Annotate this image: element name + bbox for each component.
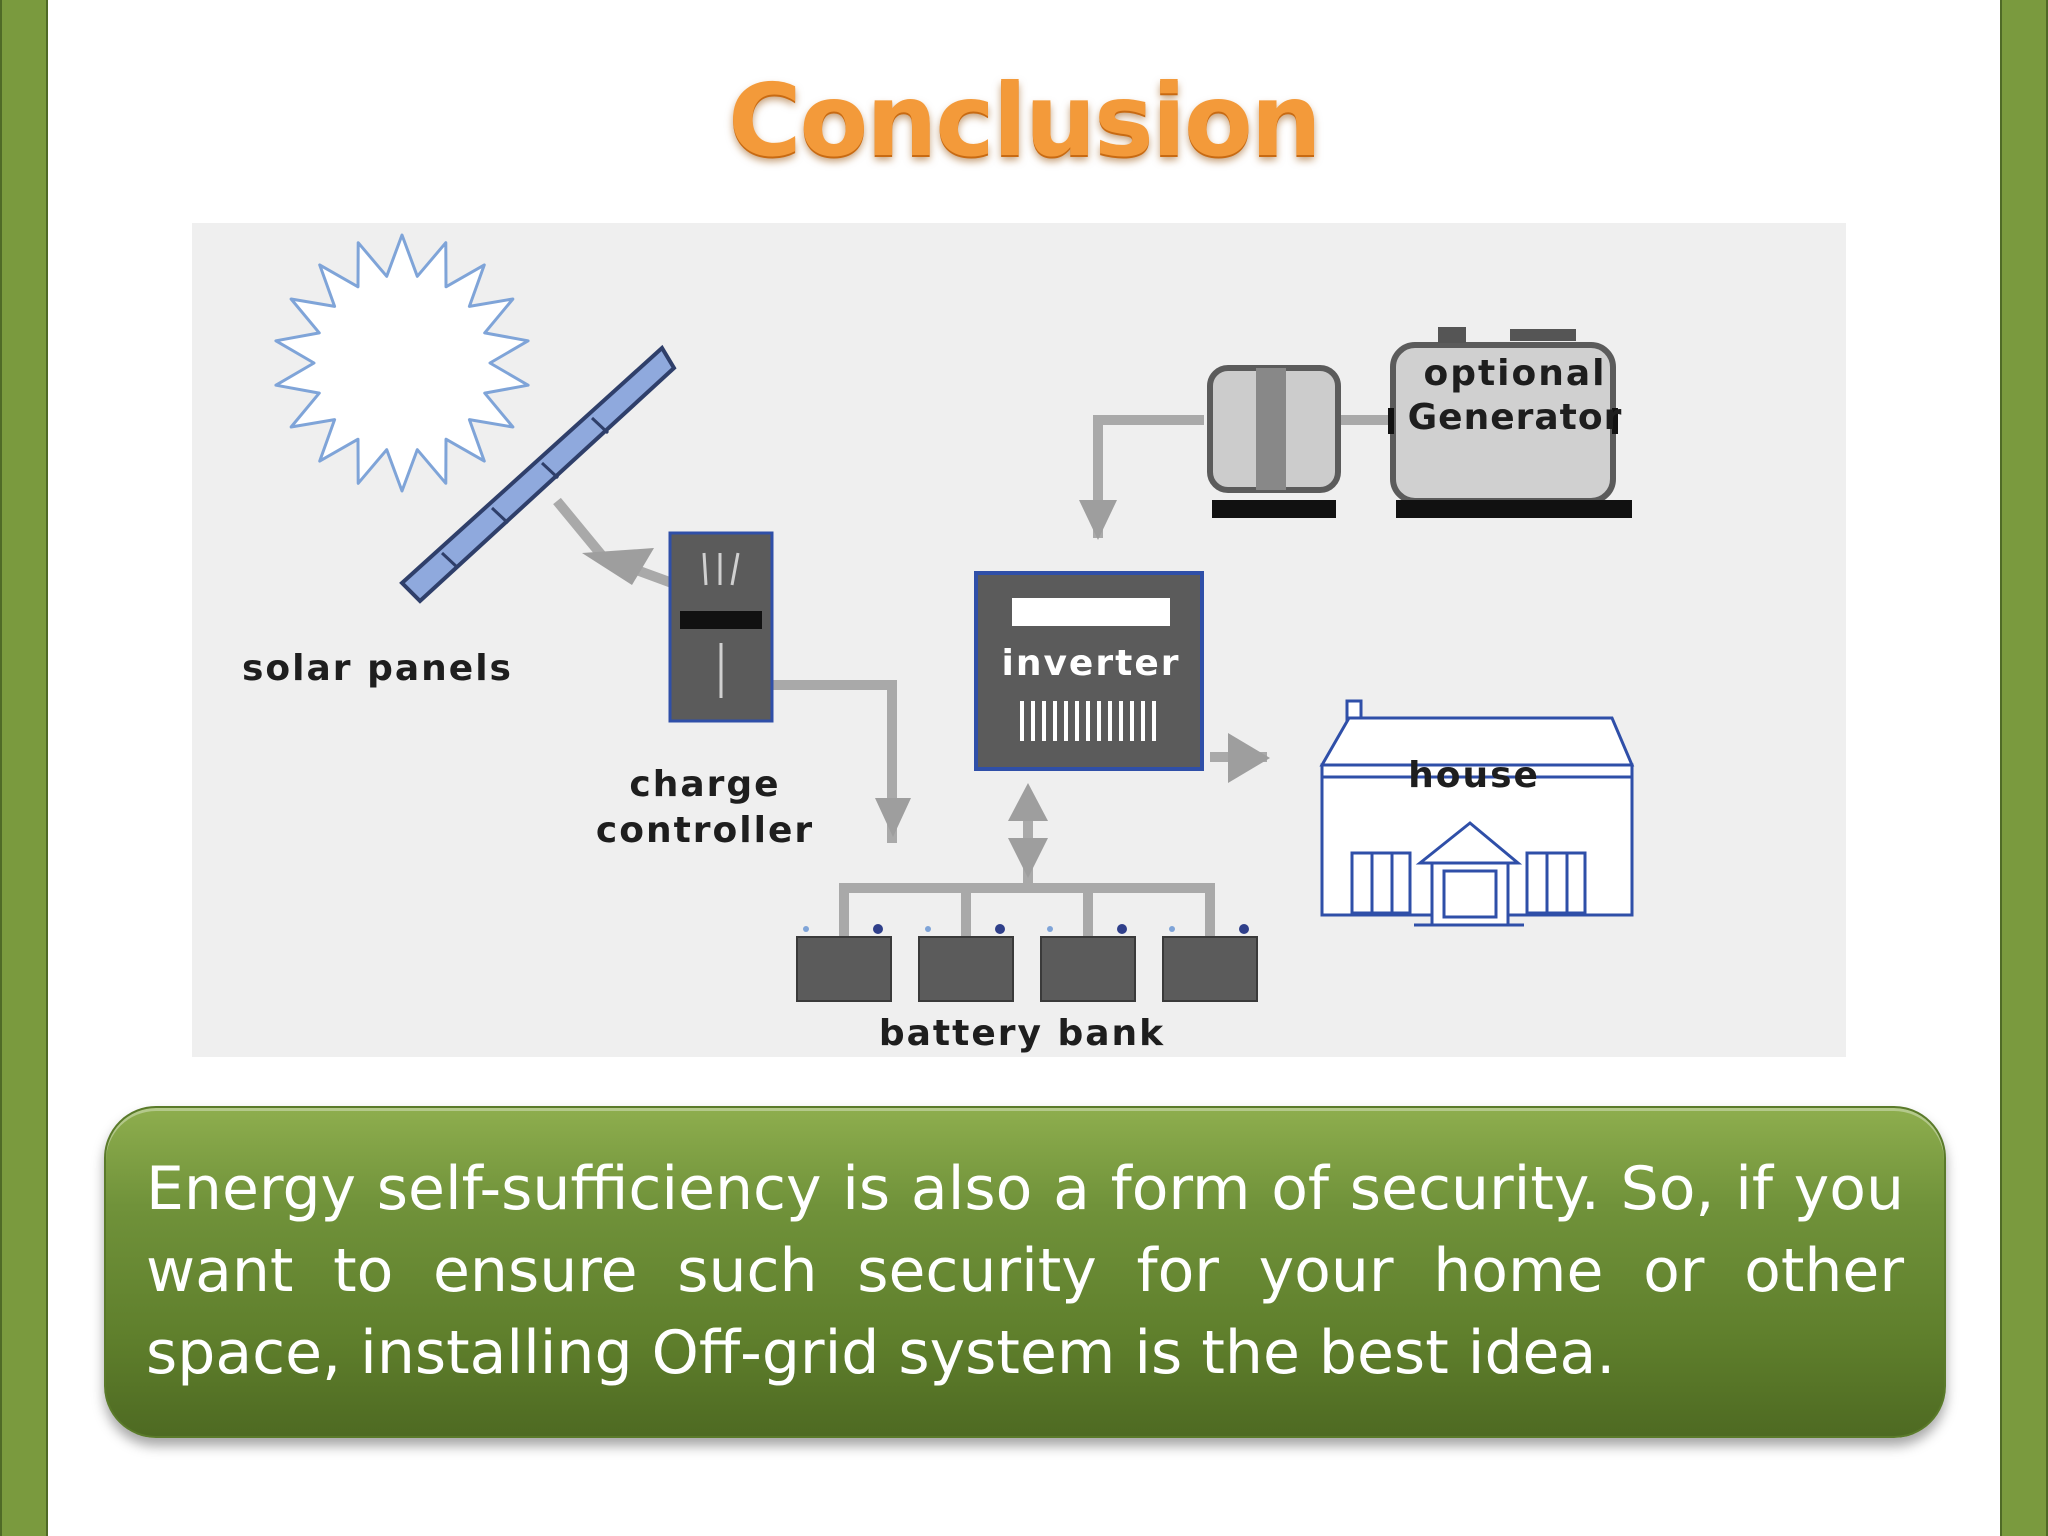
inverter-icon <box>974 571 1204 771</box>
battery-icon <box>1162 924 1258 1002</box>
left-side-bar <box>0 0 48 1536</box>
generator-icon <box>1207 327 1632 518</box>
charge-controller-icon <box>668 531 774 723</box>
generator-label: Generator <box>1408 397 1623 438</box>
battery-icon <box>918 924 1014 1002</box>
slide-title: Conclusion <box>728 62 1322 179</box>
conclusion-text-box: Energy self-sufficiency is also a form o… <box>104 1106 1946 1438</box>
charge-label: charge <box>629 764 780 805</box>
conclusion-text: Energy self-sufficiency is also a form o… <box>146 1154 1904 1388</box>
solar-panel-icon <box>399 344 677 604</box>
battery-bank-label: battery bank <box>879 1013 1165 1054</box>
battery-icon <box>796 924 892 1002</box>
controller-label: controller <box>596 810 814 851</box>
flow-arrows <box>582 500 1270 878</box>
sun-icon <box>274 233 530 493</box>
battery-icon <box>1040 924 1136 1002</box>
house-icon <box>1319 699 1635 927</box>
battery-bank-icon <box>796 924 1258 1002</box>
house-label: house <box>1408 755 1540 796</box>
solar-panels-label: solar panels <box>242 648 513 689</box>
right-side-bar <box>2000 0 2048 1536</box>
off-grid-system-diagram: solar panels charge controller inverter … <box>192 223 1846 1057</box>
inverter-label: inverter <box>1002 643 1181 684</box>
optional-label: optional <box>1423 353 1606 394</box>
